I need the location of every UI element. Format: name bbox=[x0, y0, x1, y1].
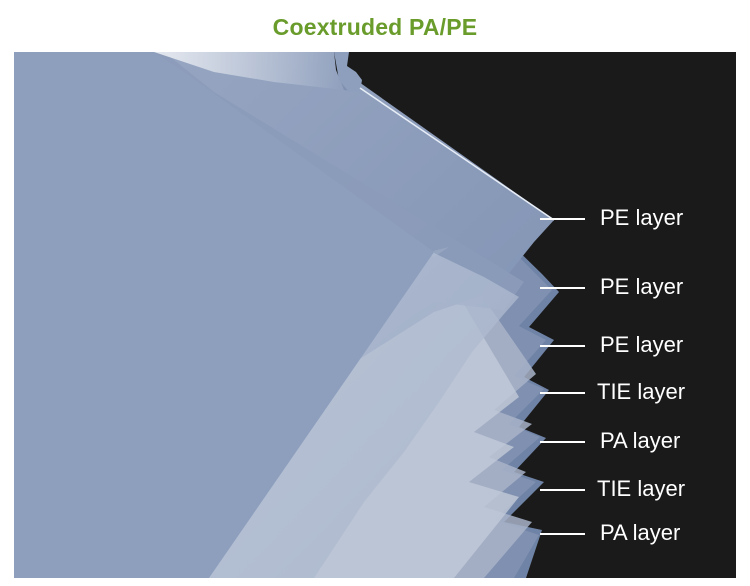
layer-label-1: PE layer bbox=[600, 205, 684, 230]
layer-label-6: TIE layer bbox=[597, 476, 686, 501]
film-top-glare bbox=[154, 52, 344, 90]
layer-label-7: PA layer bbox=[600, 520, 681, 545]
layer-label-5: PA layer bbox=[600, 428, 681, 453]
layer-label-4: TIE layer bbox=[597, 379, 686, 404]
film-layers-illustration bbox=[14, 52, 736, 578]
film-frost-panel bbox=[209, 252, 519, 578]
layer-label-3: PE layer bbox=[600, 332, 684, 357]
diagram-title: Coextruded PA/PE bbox=[272, 14, 478, 40]
film-layers-photo bbox=[14, 52, 736, 578]
film-main-face bbox=[14, 52, 434, 578]
layer-label-2: PE layer bbox=[600, 274, 684, 299]
film-top-edge bbox=[359, 87, 555, 221]
film-edge-notch bbox=[334, 52, 362, 92]
